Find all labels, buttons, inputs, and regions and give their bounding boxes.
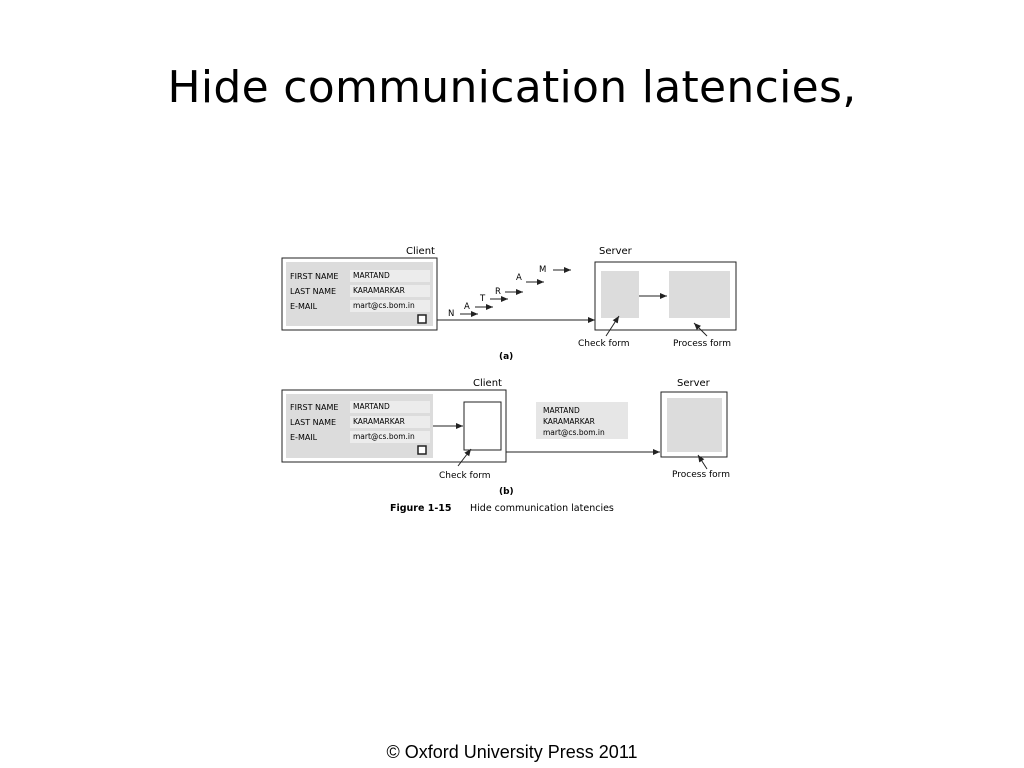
process-form-pointer-b — [697, 454, 708, 470]
server-label-a: Server — [599, 246, 633, 257]
field-label-first-a: FIRST NAME — [290, 272, 338, 281]
field-box-last-a — [350, 285, 430, 297]
field-box-first-a — [350, 270, 430, 282]
field-value-email-a: mart@cs.bom.in — [353, 301, 415, 310]
server-label-b: Server — [677, 378, 711, 389]
caption-b: (b) — [499, 487, 514, 497]
field-box-email-b — [350, 431, 430, 443]
slide-title: Hide communication latencies, — [167, 62, 857, 113]
stream-letter-a1: A — [464, 302, 470, 312]
field-value-last-b: KARAMARKAR — [353, 417, 405, 426]
message-line-1: MARTAND — [543, 406, 580, 415]
check-form-label-a: Check form — [578, 339, 630, 349]
check-form-pointer-b — [457, 448, 472, 467]
message-box-b — [536, 402, 628, 439]
message-line-2: KARAMARKAR — [543, 417, 595, 426]
figure-number: Figure 1-15 — [390, 503, 452, 514]
field-value-last-a: KARAMARKAR — [353, 286, 405, 295]
submit-box-icon-b — [417, 445, 427, 455]
copyright-footer: © Oxford University Press 2011 — [386, 742, 638, 762]
figure-svg: Client FIRST NAME MARTAND LAST NAME KARA… — [281, 246, 737, 514]
stream-letter-m: M — [539, 265, 546, 275]
stream-letter-r: R — [495, 287, 501, 297]
check-form-box-a — [601, 271, 639, 318]
process-form-box-b — [667, 398, 722, 452]
process-form-label-a: Process form — [673, 339, 731, 349]
stream-letter-n: N — [448, 309, 454, 319]
check-form-box-b — [463, 401, 502, 451]
field-label-first-b: FIRST NAME — [290, 403, 338, 412]
client-label-b: Client — [473, 378, 502, 389]
client-label-a: Client — [406, 246, 435, 257]
process-form-label-b: Process form — [672, 470, 730, 480]
stream-letter-a2: A — [516, 273, 522, 283]
field-box-last-b — [350, 416, 430, 428]
field-label-last-a: LAST NAME — [290, 287, 336, 296]
process-form-box-a — [669, 271, 730, 318]
field-label-email-b: E-MAIL — [290, 433, 318, 442]
figure-diagram: Client FIRST NAME MARTAND LAST NAME KARA… — [270, 238, 760, 528]
field-value-first-b: MARTAND — [353, 402, 390, 411]
figure-caption-text: Hide communication latencies — [470, 503, 614, 514]
field-box-first-b — [350, 401, 430, 413]
field-box-email-a — [350, 300, 430, 312]
check-form-pointer-a — [605, 315, 620, 337]
process-form-pointer-a — [693, 322, 708, 337]
message-line-3: mart@cs.bom.in — [543, 428, 605, 437]
field-label-email-a: E-MAIL — [290, 302, 318, 311]
field-value-email-b: mart@cs.bom.in — [353, 432, 415, 441]
field-label-last-b: LAST NAME — [290, 418, 336, 427]
check-form-label-b: Check form — [439, 471, 491, 481]
stream-letter-t: T — [479, 294, 486, 304]
field-value-first-a: MARTAND — [353, 271, 390, 280]
submit-box-icon-a — [417, 314, 427, 324]
caption-a: (a) — [499, 352, 513, 362]
